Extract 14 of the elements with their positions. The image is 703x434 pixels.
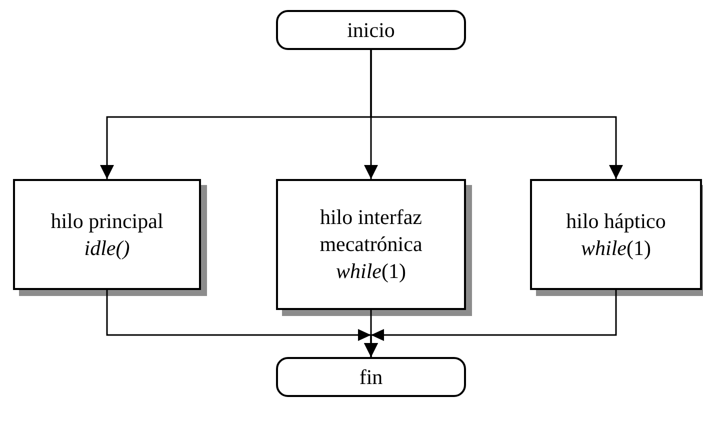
node-text: hilo háptico [566,208,666,234]
process-box [13,179,201,290]
arrow [370,50,623,179]
node-text: while(1) [336,258,406,285]
node-text: fin [359,364,383,390]
node-text: inicio [347,16,395,44]
node-text: idle() [84,234,130,262]
terminal-box [276,10,466,50]
node-text: while(1) [581,234,651,262]
arrow [364,290,617,357]
process-box [276,179,466,310]
node-text: hilo principal [50,208,164,234]
process-box [530,179,702,290]
terminal-box [276,357,466,397]
